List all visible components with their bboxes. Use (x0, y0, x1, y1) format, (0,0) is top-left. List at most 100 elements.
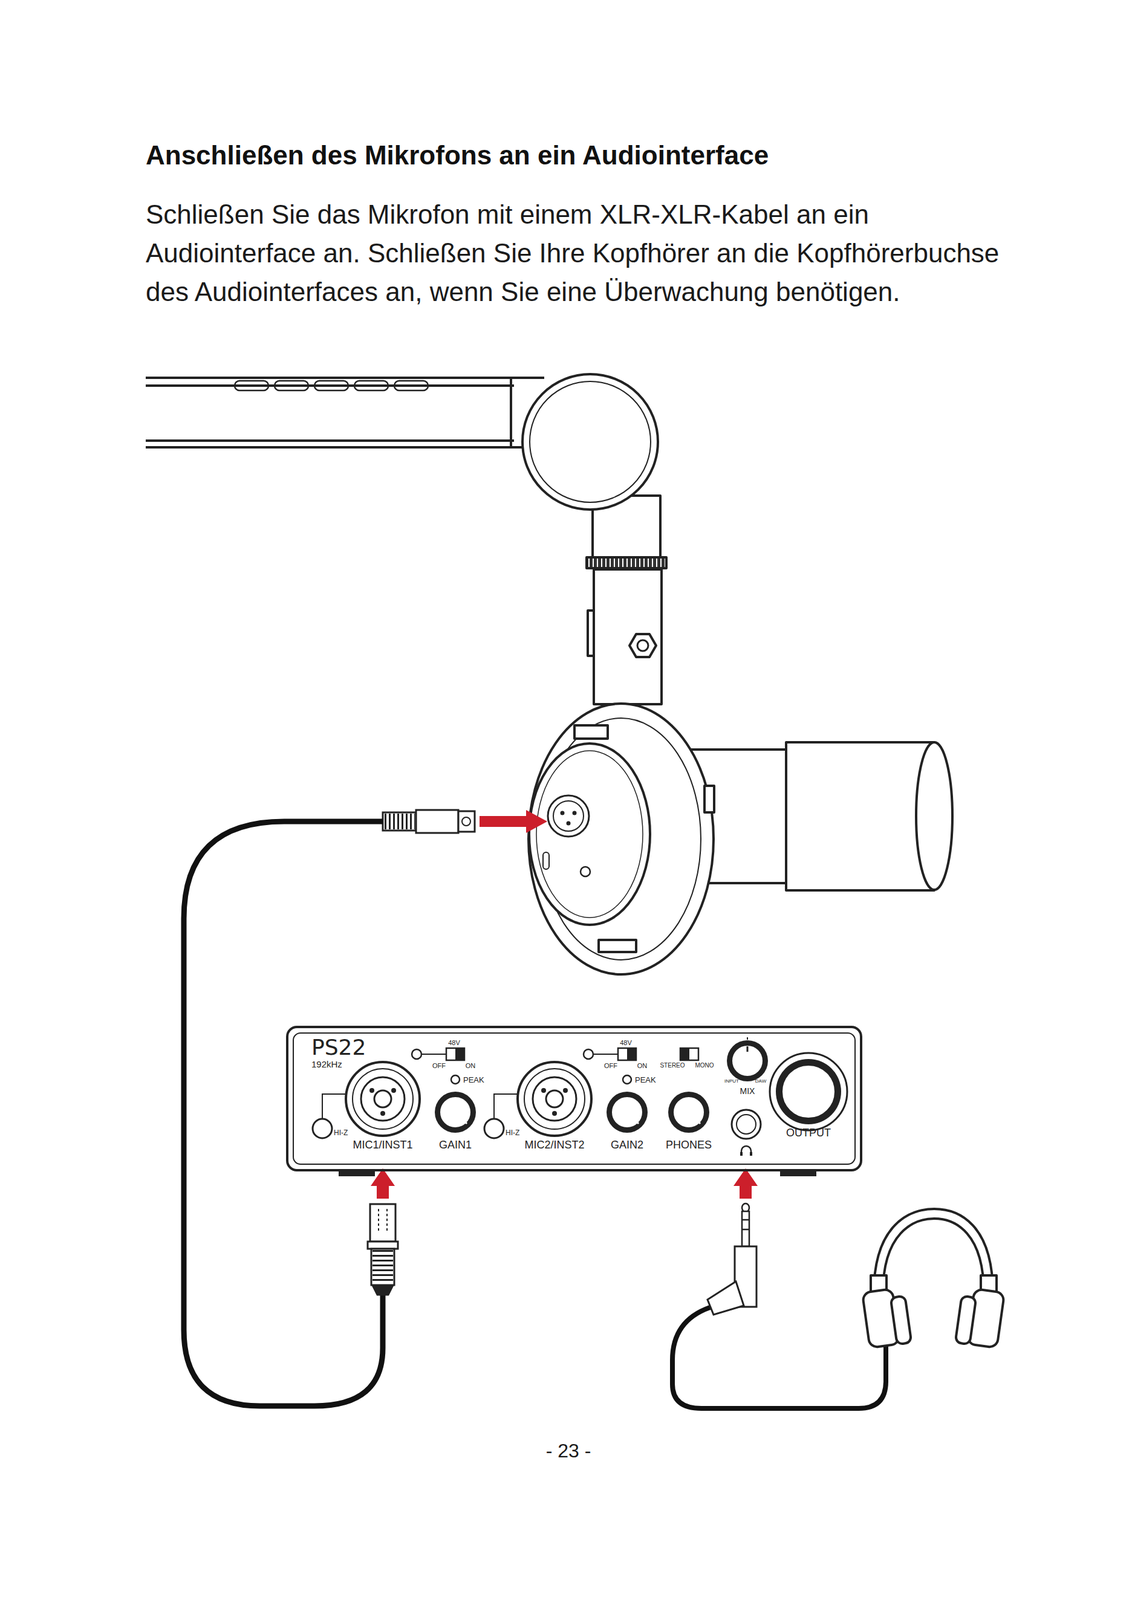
phones-jack-hole (736, 1115, 756, 1135)
panel-label: OUTPUT (786, 1127, 831, 1139)
knob-pointer (695, 1119, 701, 1125)
plug-head (370, 1204, 396, 1243)
xlr-socket (547, 795, 589, 837)
xlr-pin (369, 1088, 375, 1094)
mount-bracket (587, 610, 594, 657)
plug-shaft (741, 1211, 750, 1247)
output-knob-ring (769, 1053, 848, 1131)
mono-switch (680, 1048, 699, 1061)
panel-label: PHONES (665, 1139, 712, 1151)
hi-z-led (312, 1119, 332, 1139)
logo-mark (354, 380, 389, 391)
plug-ring (741, 1229, 750, 1232)
plug-strain-relief (372, 1285, 394, 1296)
xlr-pin (560, 811, 565, 816)
panel-label: 48V (448, 1040, 461, 1047)
microphone (528, 703, 953, 975)
phones-knob-cap (673, 1096, 705, 1129)
xlr-pin (572, 811, 577, 816)
knob-pointer (817, 1101, 825, 1110)
xlr-cable (183, 821, 383, 1407)
mic-xlr-plug (382, 810, 548, 834)
audio-interface-box: PS22192kHz48VOFFONPEAKHI-ZMIC1/INST1GAIN… (286, 1026, 863, 1172)
xlr-socket (361, 1077, 405, 1122)
xlr-pin (391, 1088, 397, 1094)
panel-label: 192kHz (311, 1060, 343, 1070)
phantom-switch (446, 1048, 465, 1061)
red-arrow (733, 1168, 758, 1200)
ear-pad (890, 1296, 912, 1346)
output-knob (775, 1059, 842, 1125)
mic-back-plate (529, 743, 651, 926)
panel-label: 48V (619, 1040, 632, 1047)
mix-knob-cap (731, 1045, 764, 1077)
plug-grip (371, 1249, 395, 1286)
xlr-pin (566, 821, 571, 827)
logo-mark (394, 380, 429, 391)
mount-clip (598, 940, 637, 953)
usb-port (543, 852, 550, 870)
panel-label: DAW (755, 1079, 767, 1085)
panel-label: PEAK (634, 1076, 657, 1085)
body-paragraph: Schließen Sie das Mikrofon mit einem XLR… (145, 195, 1003, 312)
knob-pointer (746, 1046, 749, 1053)
headphone-icon (740, 1152, 743, 1157)
xlr-pin (380, 1111, 386, 1117)
audio-interface-panel (293, 1033, 856, 1177)
mix-tick (746, 1037, 749, 1041)
plug-ridges (372, 1250, 394, 1285)
combo-jack (345, 1062, 420, 1137)
panel-label: INPUT (724, 1079, 739, 1085)
panel-label: MIC1/INST1 (352, 1139, 413, 1151)
jack-hole (374, 1090, 392, 1108)
peak-led (451, 1075, 460, 1085)
knob-pointer (461, 1119, 467, 1125)
arm-joint (522, 374, 658, 510)
switch-lever (680, 1048, 690, 1061)
hi-z-bracket (322, 1094, 346, 1120)
phones-jack (731, 1110, 761, 1140)
panel-inner-outline (293, 1033, 856, 1165)
panel-label: PEAK (463, 1076, 485, 1085)
panel-label: GAIN1 (439, 1139, 472, 1151)
phones-plug (707, 1168, 758, 1316)
plug-holes (377, 1209, 380, 1234)
headphone-icon (741, 1146, 752, 1155)
mount-bolt (629, 634, 657, 658)
gain-knob-cap (439, 1096, 472, 1129)
ear-pad (955, 1296, 977, 1346)
plug-collar (367, 1242, 398, 1250)
phantom-led (411, 1049, 422, 1060)
mic-grille-end (916, 742, 953, 891)
panel-label: OFF (432, 1063, 446, 1070)
xlr-female-plug (367, 1168, 398, 1296)
arm-joint-inner (529, 381, 651, 503)
xlr-socket-inner (553, 801, 584, 832)
device-foot (338, 1171, 375, 1177)
device-foot (780, 1171, 817, 1177)
panel-label: HI-Z (505, 1129, 520, 1137)
plug-strain-relief (707, 1281, 744, 1316)
bolt-center (637, 640, 649, 652)
headphone-icon (749, 1152, 753, 1157)
gain-knob (434, 1092, 476, 1134)
page-number: - 23 - (546, 1440, 592, 1463)
panel-label: ON (637, 1063, 648, 1070)
plug-ridges (384, 813, 415, 830)
shock-mount-ring (528, 703, 714, 975)
plug-ring (741, 1219, 750, 1222)
panel-label: GAIN2 (610, 1139, 644, 1151)
headphone-port (580, 867, 591, 877)
plug-head (458, 811, 475, 833)
arm-end (509, 377, 513, 448)
mount-clip (704, 786, 715, 813)
panel-label: STEREO (659, 1063, 685, 1070)
logo-mark (274, 380, 309, 391)
led-line (421, 1053, 447, 1056)
headphones (862, 1209, 1005, 1349)
page-title: Anschließen des Mikrofons an ein Audioin… (145, 136, 769, 175)
panel-label: OFF (604, 1063, 618, 1070)
mic-back-rim (536, 751, 643, 918)
mix-knob (726, 1040, 768, 1082)
